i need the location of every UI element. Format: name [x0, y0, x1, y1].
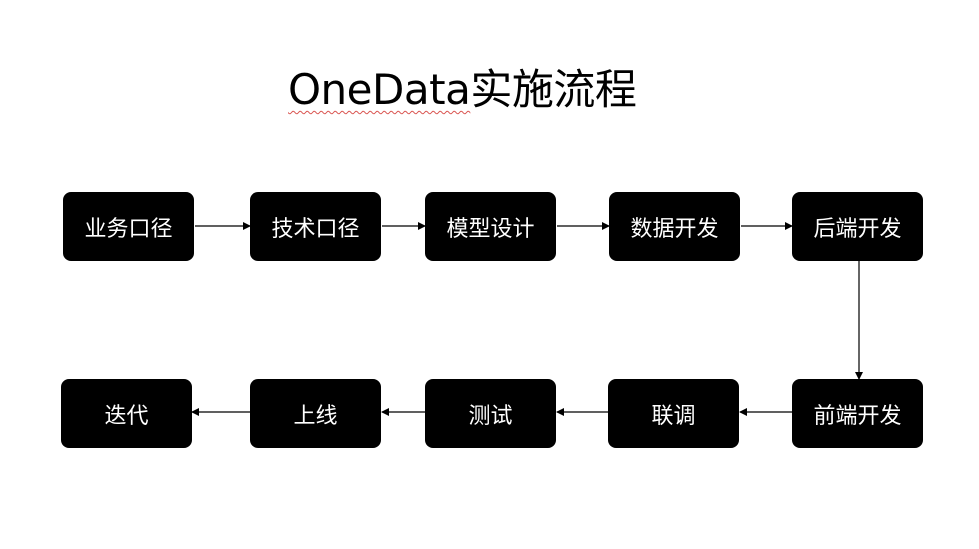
step-model-design: 模型设计 — [425, 192, 556, 261]
step-testing: 测试 — [425, 379, 556, 448]
step-data-development: 数据开发 — [609, 192, 740, 261]
step-iteration: 迭代 — [61, 379, 192, 448]
diagram-title: OneData实施流程 — [288, 62, 637, 118]
step-business-definition: 业务口径 — [63, 192, 194, 261]
step-go-live: 上线 — [250, 379, 381, 448]
title-latin-part: OneData — [288, 65, 471, 114]
title-cjk-part: 实施流程 — [470, 65, 637, 114]
step-technical-definition: 技术口径 — [250, 192, 381, 261]
step-frontend-development: 前端开发 — [792, 379, 923, 448]
step-backend-development: 后端开发 — [792, 192, 923, 261]
step-integration: 联调 — [608, 379, 739, 448]
